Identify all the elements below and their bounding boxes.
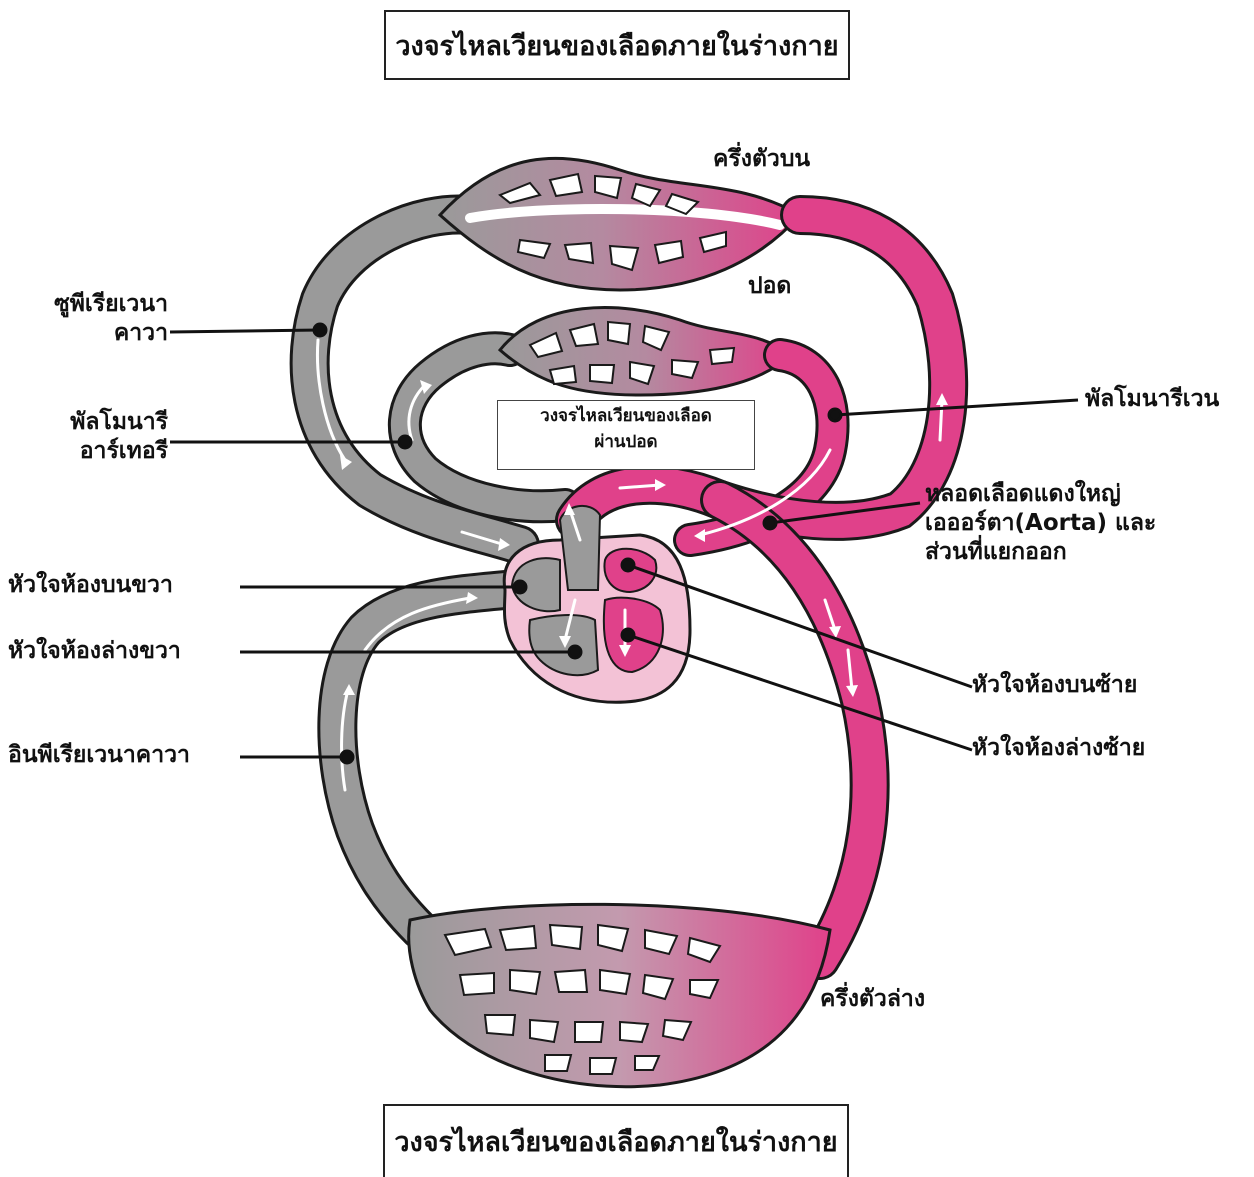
diagram-title-bottom: วงจรไหลเวียนของเลือดภายในร่างกาย	[383, 1104, 849, 1177]
pulmonary-circulation-box: วงจรไหลเวียนของเลือด ผ่านปอด	[497, 400, 755, 470]
pulmonary-vein-label: พัลโมนารีเวน	[1085, 385, 1219, 414]
pulmonary-artery-line1: พัลโมนารี	[0, 408, 168, 437]
lung-capillaries	[500, 308, 790, 395]
aorta-line3: ส่วนที่แยกออก	[925, 538, 1156, 567]
aorta-label: หลอดเลือดแดงใหญ่ เอออร์ตา(Aorta) และ ส่ว…	[925, 480, 1156, 566]
aorta-line1: หลอดเลือดแดงใหญ่	[925, 480, 1156, 509]
lungs-label: ปอด	[748, 272, 791, 301]
pulmonary-box-line1: วงจรไหลเวียนของเลือด	[498, 404, 754, 430]
inferior-vena-cava-vessel	[337, 590, 505, 930]
aorta-line2: เอออร์ตา(Aorta) และ	[925, 509, 1156, 538]
aorta-descending-vessel	[720, 500, 870, 960]
superior-vena-cava-line2: คาวา	[0, 319, 168, 348]
pulmonary-artery-label: พัลโมนารี อาร์เทอรี	[0, 408, 168, 466]
upper-body-label: ครึ่งตัวบน	[713, 145, 810, 174]
right-ventricle-label: หัวใจห้องล่างขวา	[8, 637, 181, 666]
superior-vena-cava-label: ซูพีเรียเวนา คาวา	[0, 290, 168, 348]
lower-body-capillaries	[409, 904, 830, 1086]
diagram-title: วงจรไหลเวียนของเลือดภายในร่างกาย	[384, 10, 850, 80]
pulmonary-box-line2: ผ่านปอด	[498, 430, 754, 456]
left-atrium-label: หัวใจห้องบนซ้าย	[972, 671, 1137, 700]
upper-body-capillaries	[440, 158, 800, 290]
right-atrium-label: หัวใจห้องบนขวา	[8, 571, 173, 600]
left-ventricle-label: หัวใจห้องล่างซ้าย	[972, 734, 1145, 763]
pulmonary-artery-line2: อาร์เทอรี	[0, 437, 168, 466]
pulmonary-trunk	[560, 506, 600, 590]
superior-vena-cava-line1: ซูพีเรียเวนา	[0, 290, 168, 319]
inferior-vena-cava-label: อินพีเรียเวนาคาวา	[8, 741, 190, 770]
lower-body-label: ครึ่งตัวล่าง	[820, 985, 925, 1014]
